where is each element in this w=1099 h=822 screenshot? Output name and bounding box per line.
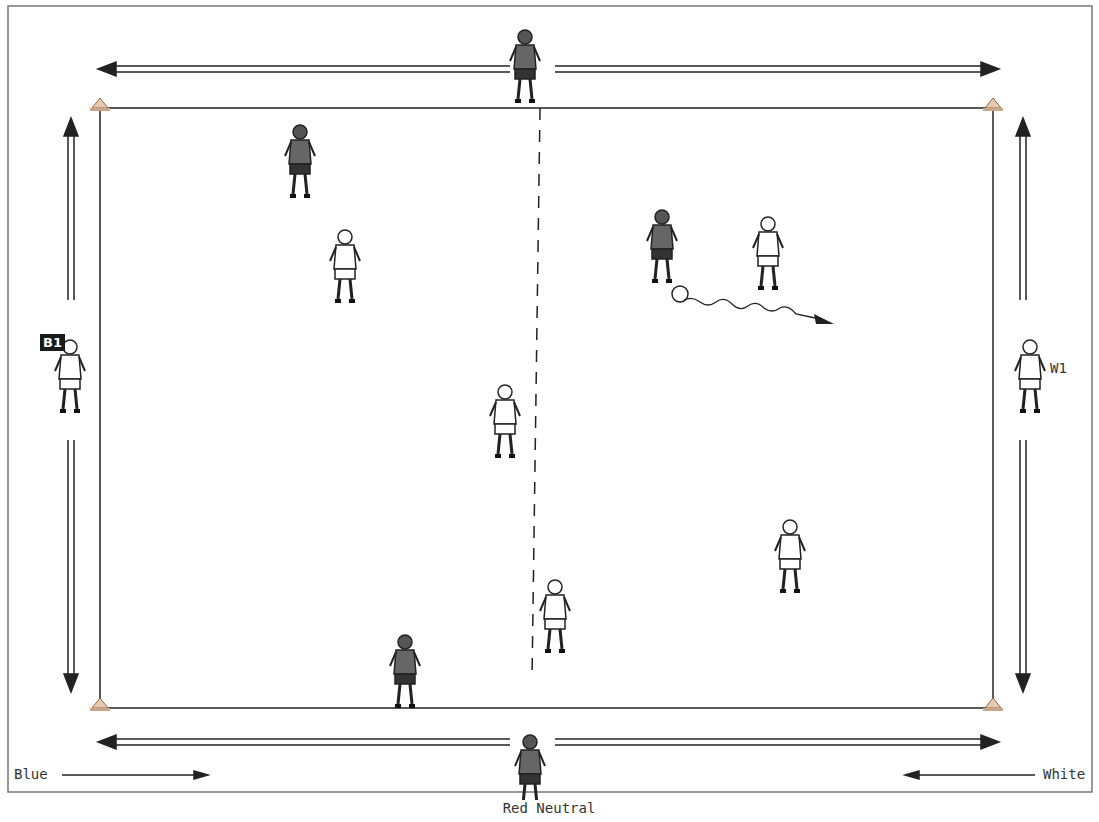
drill-label: White [1043,766,1085,782]
drill-label: Red Neutral [503,800,596,816]
player-tag: B1 [43,335,62,350]
player-tag-box: B1 [40,334,65,351]
drill-label: Blue [14,766,48,782]
drill-label: W1 [1050,360,1067,376]
